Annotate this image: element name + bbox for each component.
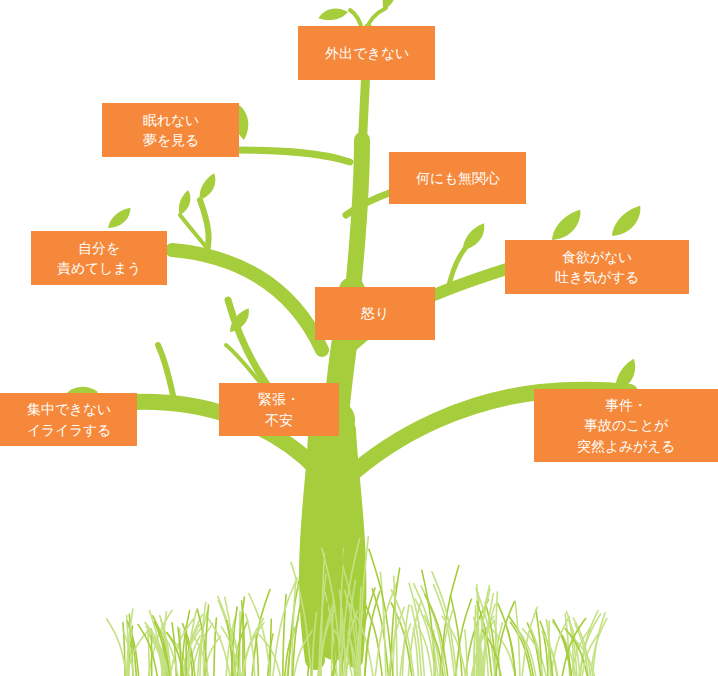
grass-blade bbox=[349, 603, 373, 676]
grass-blade bbox=[312, 612, 317, 676]
grass-blade bbox=[402, 605, 409, 676]
grass-blade bbox=[293, 604, 301, 676]
grass-blade bbox=[394, 576, 398, 676]
grass-blade bbox=[232, 607, 238, 676]
symptom-box: 集中できない イライラする bbox=[0, 393, 137, 446]
grass-blade bbox=[343, 567, 361, 676]
symptom-box: 何にも無関心 bbox=[389, 152, 526, 204]
grass-blade bbox=[474, 617, 484, 676]
grass-blade bbox=[507, 629, 515, 676]
grass-blade bbox=[548, 621, 550, 676]
symptom-text: 緊張・不安 bbox=[258, 389, 300, 430]
grass bbox=[107, 537, 607, 676]
branch bbox=[226, 345, 262, 385]
grass-blade bbox=[242, 619, 263, 676]
symptom-text: 集中できない イライラする bbox=[27, 399, 111, 440]
grass-blade bbox=[238, 597, 245, 676]
symptom-box: 緊張・不安 bbox=[219, 383, 339, 436]
symptom-box: 自分を 責めてしまう bbox=[31, 231, 167, 285]
leaves bbox=[64, 0, 646, 408]
grass-blade bbox=[411, 606, 421, 676]
symptom-box: 外出できない bbox=[298, 26, 435, 80]
grass-blade bbox=[322, 548, 342, 676]
grass-blade bbox=[188, 611, 196, 676]
grass-blade bbox=[432, 572, 457, 676]
symptom-box: 事件・事故のことが 突然よみがえる bbox=[534, 389, 718, 462]
grass-blade bbox=[498, 603, 516, 676]
grass-blade bbox=[566, 611, 580, 676]
grass-blade bbox=[465, 630, 467, 676]
leaf bbox=[192, 173, 222, 200]
grass-blade bbox=[107, 619, 127, 676]
grass-blade bbox=[249, 594, 271, 676]
grass-blade bbox=[242, 623, 264, 676]
grass-blade bbox=[365, 591, 380, 676]
leaf bbox=[374, 0, 404, 10]
leaf bbox=[606, 359, 644, 393]
symptom-box: 怒り bbox=[315, 287, 435, 340]
symptom-text: 何にも無関心 bbox=[416, 168, 500, 188]
symptom-text: 眠れない 夢を見る bbox=[143, 110, 199, 151]
grass-blade bbox=[347, 580, 356, 676]
grass-blade bbox=[202, 625, 204, 676]
grass-blade bbox=[178, 627, 181, 676]
grass-blade bbox=[256, 636, 258, 676]
leaf bbox=[225, 308, 255, 332]
leaf bbox=[457, 223, 490, 250]
leaf bbox=[546, 210, 586, 241]
grass-blade bbox=[126, 630, 132, 676]
grass-blade bbox=[562, 618, 585, 676]
grass-blade bbox=[510, 622, 531, 676]
branch bbox=[158, 345, 175, 405]
grass-blade bbox=[582, 634, 598, 676]
grass-blade bbox=[221, 627, 239, 676]
grass-blade bbox=[440, 566, 459, 676]
symptom-box: 眠れない 夢を見る bbox=[102, 103, 239, 157]
leaf bbox=[606, 206, 646, 237]
grass-blade bbox=[522, 607, 537, 676]
grass-blade bbox=[409, 583, 424, 676]
grass-blade bbox=[509, 616, 534, 676]
symptom-text: 外出できない bbox=[325, 43, 409, 63]
symptom-text: 食欲がない 吐き気がする bbox=[555, 247, 639, 288]
branch bbox=[172, 250, 322, 350]
grass-blade bbox=[369, 549, 393, 676]
grass-blade bbox=[474, 606, 475, 676]
grass-blade bbox=[291, 562, 311, 676]
grass-blade bbox=[270, 619, 271, 676]
leaf bbox=[318, 3, 348, 27]
branch bbox=[236, 150, 350, 162]
symptom-text: 自分を 責めてしまう bbox=[57, 238, 141, 279]
grass-blade bbox=[515, 601, 520, 676]
leaf bbox=[105, 208, 133, 229]
symptom-box: 食欲がない 吐き気がする bbox=[505, 240, 689, 294]
grass-blade bbox=[311, 559, 322, 676]
symptom-text: 事件・事故のことが 突然よみがえる bbox=[577, 395, 675, 456]
leaf bbox=[171, 190, 197, 215]
grass-blade bbox=[518, 630, 536, 676]
grass-blade bbox=[593, 613, 606, 676]
branch bbox=[180, 215, 218, 262]
grass-blade bbox=[191, 633, 208, 676]
grass-blade bbox=[320, 601, 335, 676]
symptom-text: 怒り bbox=[361, 303, 389, 323]
grass-blade bbox=[138, 624, 157, 676]
grass-blade bbox=[456, 599, 472, 676]
trunk bbox=[352, 140, 362, 300]
grass-blade bbox=[484, 594, 494, 676]
grass-blade bbox=[542, 631, 558, 676]
grass-blade bbox=[160, 616, 171, 676]
grass-blade bbox=[339, 590, 345, 676]
grass-blade bbox=[207, 616, 230, 676]
grass-blade bbox=[494, 622, 502, 676]
